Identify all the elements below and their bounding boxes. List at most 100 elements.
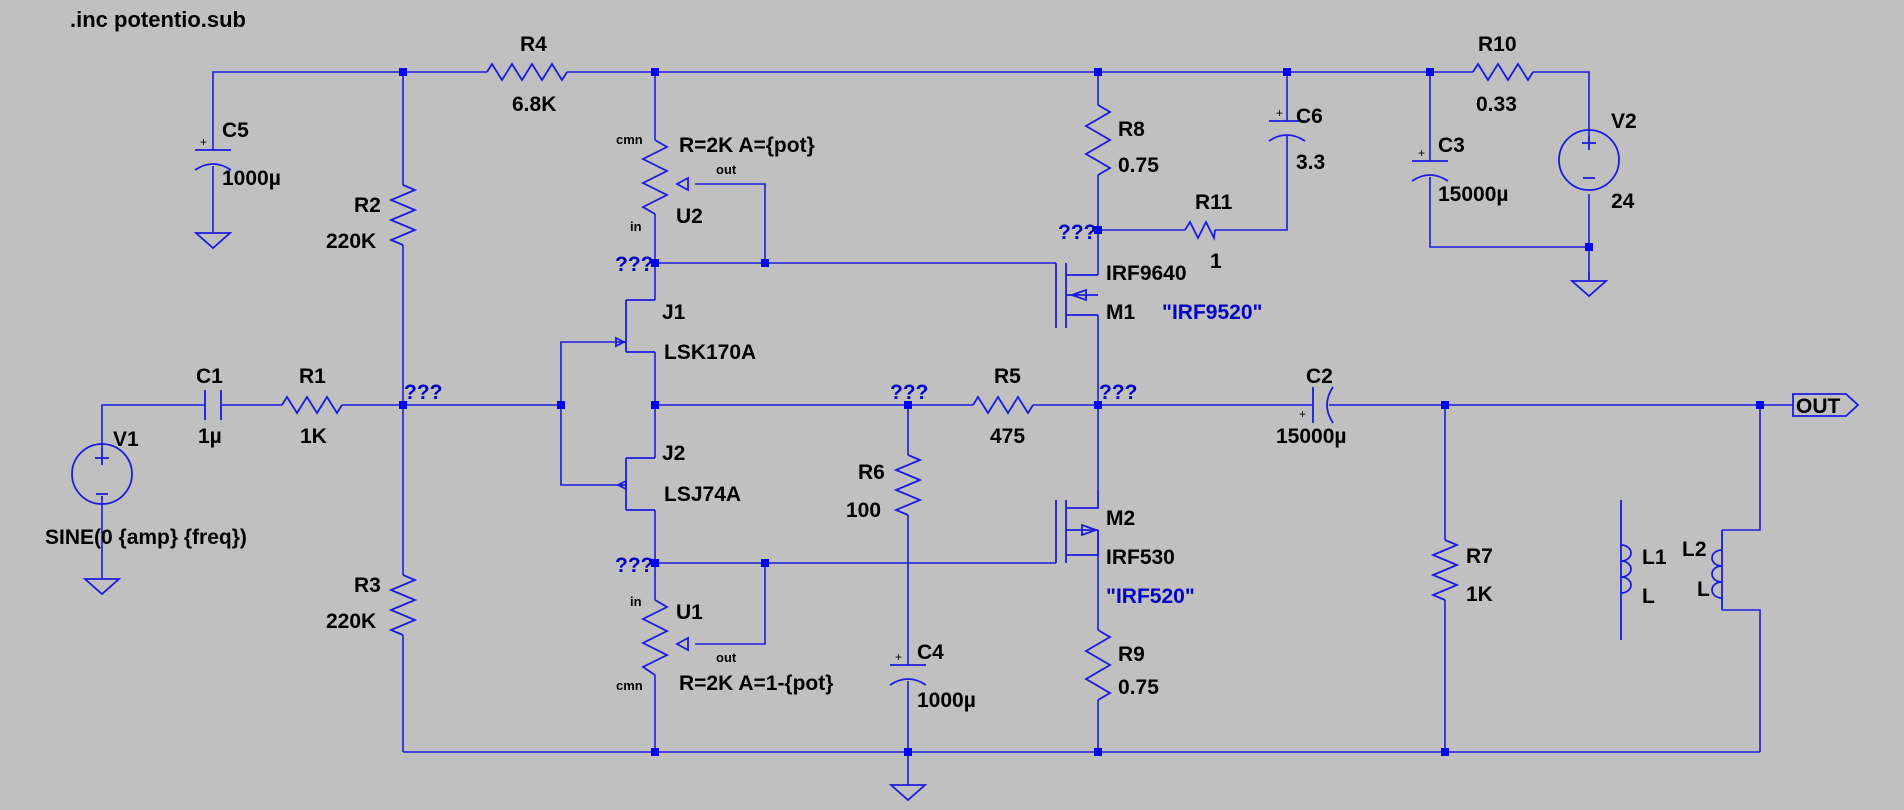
l2-ref: L2 (1682, 538, 1707, 561)
output-port-label: OUT (1796, 395, 1841, 418)
c2-ref: C2 (1306, 365, 1333, 388)
capacitor-c2[interactable]: + (1299, 386, 1334, 424)
inductor-l1[interactable] (1620, 500, 1632, 640)
r3-value: 220K (326, 610, 376, 633)
j2-ref: J2 (662, 442, 685, 465)
r7-ref: R7 (1466, 545, 1493, 568)
resistor-r10[interactable] (1472, 62, 1534, 82)
r8-ref: R8 (1118, 118, 1145, 141)
r3-ref: R3 (354, 574, 381, 597)
l2-value: L (1697, 578, 1710, 601)
r6-ref: R6 (858, 461, 885, 484)
svg-text:+: + (200, 135, 207, 149)
resistor-r8[interactable] (1084, 104, 1112, 176)
r11-value: 1 (1210, 250, 1222, 273)
r4-value: 6.8K (512, 93, 556, 116)
r10-value: 0.33 (1476, 93, 1517, 116)
potentiometer-u1[interactable] (640, 599, 689, 676)
junctions (399, 68, 1764, 756)
potentiometer-u2[interactable] (640, 139, 689, 215)
v1-value: SINE(0 {amp} {freq}) (45, 526, 247, 549)
net-label-unknown: ??? (615, 253, 653, 276)
c4-value: 1000µ (917, 689, 976, 712)
m2-ref: M2 (1106, 507, 1135, 530)
net-labels: ??? ??? ??? ??? ??? ??? (404, 221, 1137, 577)
jfet-j1[interactable] (615, 299, 655, 353)
c6-ref: C6 (1296, 105, 1323, 128)
wires (101, 71, 1761, 785)
ground-symbol (193, 232, 233, 250)
capacitor-c3[interactable]: + (1411, 146, 1449, 182)
output-port[interactable]: OUT (1760, 393, 1860, 418)
m2-value: IRF530 (1106, 546, 1175, 569)
r2-ref: R2 (354, 194, 381, 217)
r9-ref: R9 (1118, 643, 1145, 666)
c3-value: 15000µ (1438, 183, 1509, 206)
svg-text:+: + (1418, 146, 1425, 160)
resistor-r6[interactable] (893, 454, 923, 516)
svg-text:+: + (1276, 106, 1283, 120)
voltage-source-v1[interactable] (71, 443, 133, 505)
r1-value: 1K (300, 425, 327, 448)
v2-value: 24 (1611, 190, 1635, 213)
voltage-source-v2[interactable] (1558, 129, 1620, 191)
mosfet-m2[interactable] (1055, 490, 1099, 563)
r5-ref: R5 (994, 365, 1021, 388)
c2-value: 15000µ (1276, 425, 1347, 448)
resistor-r11[interactable] (1184, 219, 1216, 242)
u2-pin-out: out (716, 162, 737, 177)
mosfet-m1[interactable] (1055, 263, 1098, 328)
r10-ref: R10 (1478, 33, 1517, 56)
c5-value: 1000µ (222, 167, 281, 190)
r6-value: 100 (846, 499, 881, 522)
c3-ref: C3 (1438, 134, 1465, 157)
r1-ref: R1 (299, 365, 326, 388)
net-label-unknown: ??? (615, 554, 653, 577)
v2-ref: V2 (1611, 110, 1637, 133)
net-label-unknown: ??? (1058, 221, 1096, 244)
r11-ref: R11 (1195, 191, 1233, 214)
m2-alt-model: "IRF520" (1106, 585, 1195, 608)
j2-value: LSJ74A (664, 483, 741, 506)
l1-value: L (1642, 585, 1655, 608)
j1-ref: J1 (662, 301, 686, 324)
u2-param: R=2K A={pot} (679, 134, 815, 157)
resistor-r2[interactable] (388, 184, 418, 246)
r7-value: 1K (1466, 583, 1493, 606)
spice-directive: .inc potentio.sub (70, 7, 246, 32)
resistor-r7[interactable] (1430, 539, 1460, 601)
resistor-r9[interactable] (1084, 629, 1112, 701)
capacitor-c5[interactable]: + (194, 135, 232, 171)
c4-ref: C4 (917, 641, 944, 664)
l1-ref: L1 (1642, 546, 1667, 569)
c1-value: 1µ (198, 425, 222, 448)
m1-value: IRF9640 (1106, 262, 1187, 285)
u2-pin-in: in (630, 219, 642, 234)
u2-ref: U2 (676, 205, 703, 228)
capacitor-c4[interactable]: + (889, 650, 927, 686)
capacitor-c1[interactable] (204, 390, 222, 420)
ground-symbol (82, 578, 122, 596)
r2-value: 220K (326, 230, 376, 253)
u1-ref: U1 (676, 601, 703, 624)
c1-ref: C1 (196, 365, 223, 388)
net-label-unknown: ??? (890, 381, 928, 404)
ground-symbol (1569, 272, 1609, 298)
r5-value: 475 (990, 425, 1025, 448)
jfet-j2[interactable] (615, 457, 655, 511)
net-label-unknown: ??? (404, 381, 442, 404)
resistor-r4[interactable] (486, 62, 568, 82)
resistor-r5[interactable] (972, 395, 1034, 415)
u1-param: R=2K A=1-{pot} (679, 672, 833, 695)
capacitor-c6[interactable]: + (1268, 106, 1306, 142)
c6-value: 3.3 (1296, 151, 1325, 174)
r9-value: 0.75 (1118, 676, 1159, 699)
v1-ref: V1 (113, 428, 139, 451)
u2-pin-cmn: cmn (616, 132, 643, 147)
inductor-l2[interactable] (1711, 530, 1723, 610)
resistor-r1[interactable] (281, 395, 343, 415)
svg-text:+: + (895, 650, 902, 664)
resistor-r3[interactable] (388, 574, 418, 636)
u1-pin-cmn: cmn (616, 678, 643, 693)
